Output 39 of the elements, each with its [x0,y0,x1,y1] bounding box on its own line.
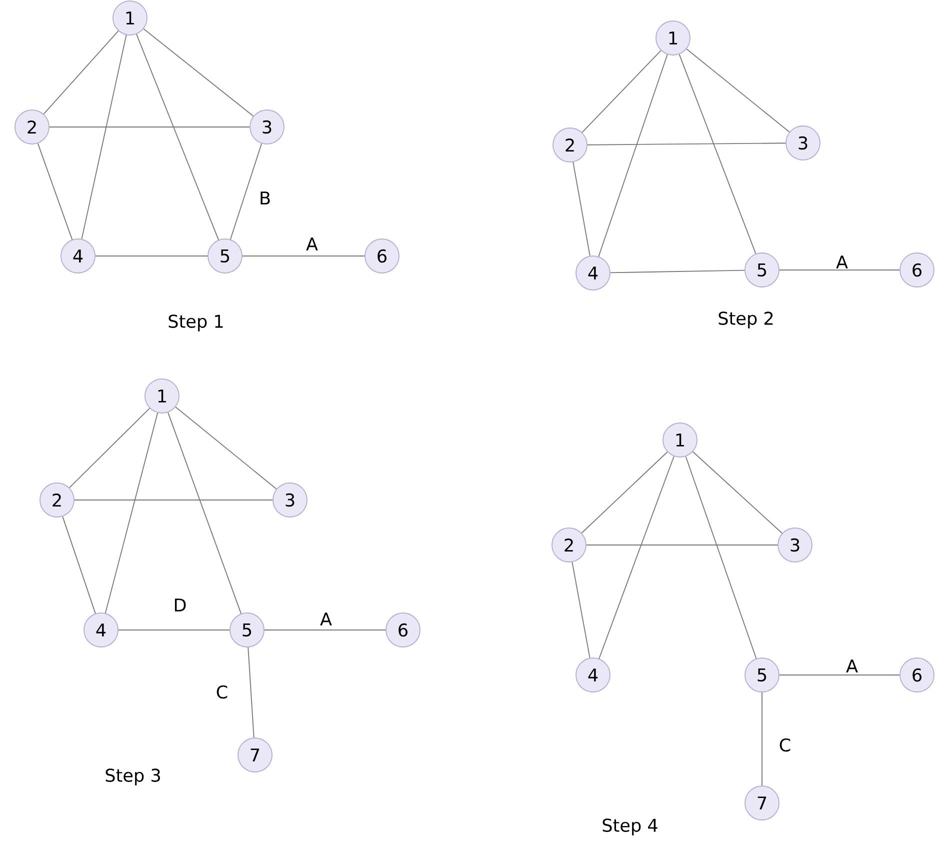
edge-line [598,54,668,257]
edge-line [49,126,250,128]
edge-line [779,674,900,676]
edge-line [143,28,254,117]
edge-line [587,142,786,146]
edge-line [62,516,96,614]
edge-line [136,34,219,240]
edge-line [586,544,778,546]
edge-line [168,412,242,614]
edge-line [37,142,73,240]
step-caption: Step 1 [168,314,223,332]
edge-line [81,34,127,240]
edge-line [581,452,668,534]
edge-line [230,143,262,240]
step-caption: Step 2 [718,312,773,328]
edge-line [692,451,783,534]
edge-label: A [834,254,850,270]
edge-label: A [304,236,320,252]
edge-label: B [258,190,272,206]
edge-line [678,54,756,254]
step-caption: Step 4 [602,818,658,836]
edge-label: A [844,658,860,674]
edge-line [43,30,119,114]
edge-line [175,406,277,490]
edge-line [104,412,158,614]
edge-line [686,48,790,132]
edge-line [248,646,254,738]
edge-label: C [214,684,230,700]
step-caption: Step 3 [106,768,160,786]
edge-line [610,270,746,274]
edge-label: C [778,737,792,753]
edge-line [572,162,590,256]
edge-label: A [318,611,334,627]
edge-line [68,408,150,488]
edge-line [598,456,674,660]
edge-label: D [172,597,188,613]
edge-line [572,562,590,658]
edge-line [582,50,662,133]
edge-line [685,456,757,659]
